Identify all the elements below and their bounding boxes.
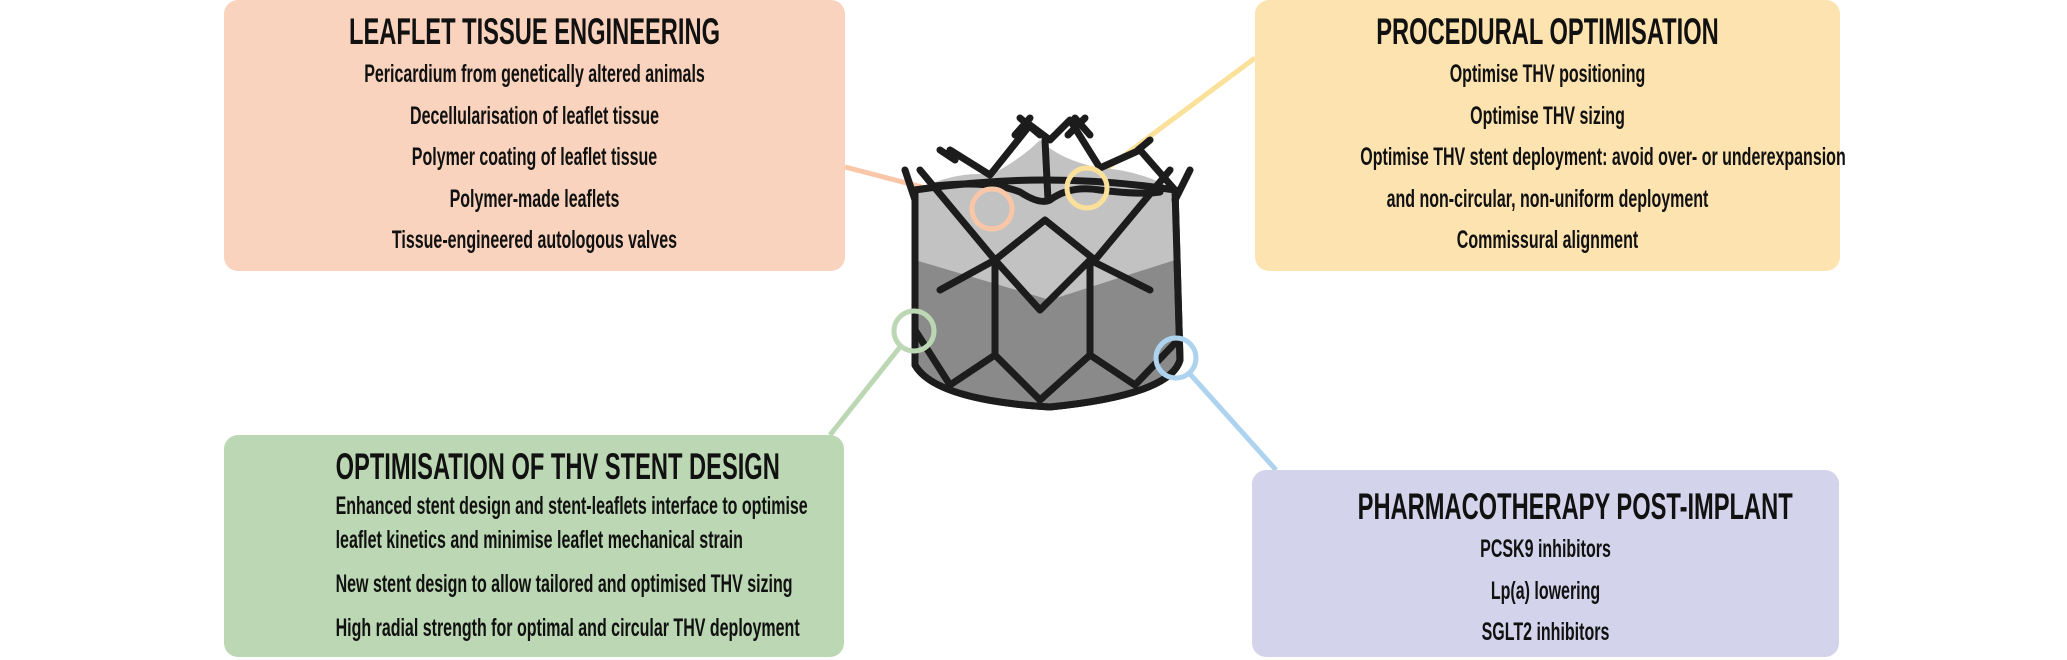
leaflet-tissue-engineering-box: LEAFLET TISSUE ENGINEERING Pericardium f…	[224, 0, 845, 271]
marker-blue	[1153, 335, 1199, 381]
list-item-line: Enhanced stent design and stent-leaflets…	[335, 492, 808, 520]
pharmacotherapy-box: PHARMACOTHERAPY POST-IMPLANT PCSK9 inhib…	[1252, 470, 1839, 657]
box-title: PHARMACOTHERAPY POST-IMPLANT	[1357, 486, 1793, 527]
list-item: Optimise THV sizing	[1470, 101, 1625, 130]
list-item: and non-circular, non-uniform deployment	[1386, 184, 1709, 213]
stent-design-box: OPTIMISATION OF THV STENT DESIGN Enhance…	[224, 435, 844, 657]
list-item-line: High radial strength for optimal and cir…	[335, 614, 800, 642]
procedural-optimisation-box: PROCEDURAL OPTIMISATION Optimise THV pos…	[1255, 0, 1846, 271]
list-item: Optimise THV positioning	[1449, 60, 1646, 88]
marker-peach	[969, 186, 1015, 232]
list-item: SGLT2 inhibitors	[1481, 618, 1610, 646]
list-item: Optimise THV stent deployment: avoid ove…	[1360, 143, 1846, 171]
list-item: New stent design to allow tailored and o…	[224, 567, 844, 601]
transcatheter-heart-valve-icon	[901, 114, 1194, 411]
list-item-line: New stent design to allow tailored and o…	[335, 570, 793, 598]
list-item: Polymer coating of leaflet tissue	[411, 143, 658, 171]
box-title: OPTIMISATION OF THV STENT DESIGN	[335, 446, 780, 487]
list-item: High radial strength for optimal and cir…	[224, 611, 844, 645]
list-item: Decellularisation of leaflet tissue	[410, 101, 659, 130]
list-item: Enhanced stent design and stent-leaflets…	[224, 489, 844, 557]
list-item: Pericardium from genetically altered ani…	[364, 60, 705, 88]
list-item: Commissural alignment	[1456, 226, 1639, 254]
list-item: Tissue-engineered autologous valves	[391, 226, 678, 254]
marker-yellow	[1064, 165, 1110, 211]
list-item: PCSK9 inhibitors	[1480, 535, 1611, 563]
connector-blue	[1188, 372, 1278, 472]
list-item: Polymer-made leaflets	[449, 184, 620, 213]
connector-green	[828, 345, 902, 437]
list-item: Lp(a) lowering	[1490, 576, 1601, 605]
list-item-line: leaflet kinetics and minimise leaflet me…	[335, 526, 743, 554]
box-title: PROCEDURAL OPTIMISATION	[1376, 11, 1719, 52]
box-title: LEAFLET TISSUE ENGINEERING	[348, 11, 721, 52]
marker-green	[891, 308, 937, 354]
